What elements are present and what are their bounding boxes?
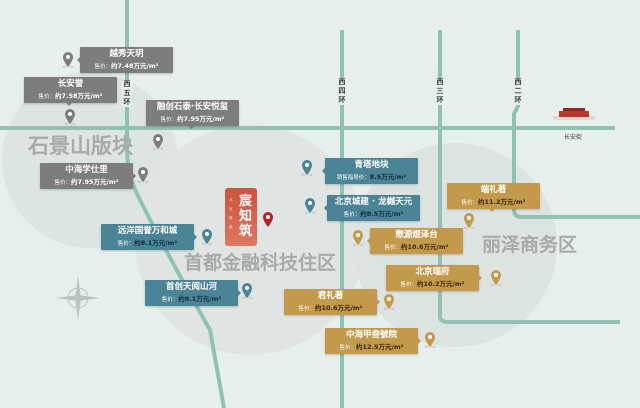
location-pin-icon[interactable] — [304, 198, 316, 214]
district-finance: 首都金融科技住区 — [184, 252, 337, 274]
location-pin-icon[interactable] — [137, 167, 149, 183]
price-value: 约8.1万元/m² — [178, 295, 222, 303]
project-label[interactable]: 远洋国誉万和城售价：约8.1万元/m² — [101, 224, 197, 250]
ring-label-west3: 西三环 — [435, 78, 445, 105]
project-label[interactable]: 中海甲叁號院售价：约12.5万元/m² — [325, 328, 421, 354]
project-price: 售价：约7.58万元/m² — [24, 91, 117, 102]
project-label[interactable]: 青塔地块销售指导价：8.5万元/m² — [322, 158, 418, 184]
project-name: 北京城建 · 龙樾天元 — [334, 197, 413, 207]
shijingshan-zone — [2, 72, 178, 248]
price-value: 约8.1万元/m² — [134, 239, 178, 247]
project-price: 售价：约7.95万元/m² — [146, 114, 239, 125]
price-value: 8.5万元/m² — [369, 173, 407, 181]
project-label[interactable]: 北京城建 · 龙樾天元售价：约8.5万元/m² — [324, 195, 420, 221]
landmark-label: 长安街 — [564, 134, 583, 141]
project-name: 端礼著 — [480, 185, 507, 195]
ring-label-west2: 西二环 — [513, 78, 523, 105]
price-value: 约8.5万元/m² — [360, 210, 404, 218]
project-name: 北京瑞府 — [415, 267, 450, 277]
project-name: 越秀天玥 — [109, 49, 144, 59]
project-price: 售价：约8.1万元/m² — [101, 238, 194, 249]
price-value: 约12.5万元/m² — [355, 343, 404, 351]
location-pin-icon[interactable] — [301, 160, 313, 176]
project-label[interactable]: 中海学仕里售价：约7.95万元/m² — [40, 163, 136, 189]
price-value: 约10.6万元/m² — [314, 304, 363, 312]
price-prefix: 售价： — [117, 241, 135, 247]
project-label[interactable]: 融创石泰·长安悦玺售价：约7.95万元/m² — [146, 100, 239, 129]
featured-pin-icon[interactable] — [262, 212, 274, 228]
ring-label-west4: 西四环 — [337, 78, 347, 105]
project-price: 销售指导价：8.5万元/m² — [325, 172, 418, 183]
featured-name: 宸知筑 — [239, 194, 253, 239]
price-value: 约7.58万元/m² — [54, 92, 103, 100]
west-2nd-ring-road — [512, 30, 640, 219]
district-lize: 丽泽商务区 — [482, 234, 578, 256]
project-name: 君礼著 — [317, 291, 344, 301]
project-label[interactable]: 长安誉售价：约7.58万元/m² — [24, 77, 117, 106]
price-prefix: 售价： — [161, 297, 179, 303]
price-value: 约7.95万元/m² — [70, 178, 119, 186]
project-name: 懋源煜泽台 — [395, 230, 438, 240]
tiananmen-icon — [553, 108, 595, 120]
featured-project-card[interactable]: 宸知筑 北京城建 — [225, 188, 257, 246]
price-prefix: 售价： — [339, 345, 356, 351]
project-price: 售价：约10.6万元/m² — [370, 242, 463, 253]
project-price: 售价：约11.2万元/m² — [447, 197, 540, 208]
price-prefix: 销售指导价： — [336, 175, 370, 181]
featured-sub: 北京城建 — [229, 198, 233, 229]
location-pin-icon[interactable] — [424, 332, 436, 348]
price-prefix: 售价： — [298, 306, 315, 312]
project-price: 售价：约8.1万元/m² — [145, 294, 238, 305]
price-value: 约11.2万元/m² — [477, 198, 526, 206]
location-pin-icon[interactable] — [64, 109, 76, 125]
price-prefix: 售价： — [384, 245, 401, 251]
project-label[interactable]: 懋源煜泽台售价：约10.6万元/m² — [367, 228, 463, 254]
project-label[interactable]: 君礼著售价：约10.6万元/m² — [284, 289, 380, 315]
west-3rd-ring-road — [438, 30, 620, 324]
location-pin-icon[interactable] — [352, 230, 364, 246]
location-pin-icon[interactable] — [463, 213, 475, 229]
location-pin-icon[interactable] — [383, 294, 395, 310]
location-pin-icon[interactable] — [62, 52, 74, 68]
project-name: 远洋国誉万和城 — [117, 226, 178, 236]
project-label[interactable]: 北京瑞府售价：约10.2万元/m² — [386, 265, 482, 291]
price-prefix: 售价： — [400, 282, 417, 288]
project-price: 售价：约7.48万元/m² — [80, 61, 173, 72]
project-label[interactable]: 越秀天玥售价：约7.48万元/m² — [77, 47, 173, 73]
project-name: 中海甲叁號院 — [345, 330, 397, 340]
project-price: 售价：约12.5万元/m² — [325, 342, 418, 353]
project-name: 长安誉 — [57, 79, 84, 89]
project-name: 青塔地块 — [354, 160, 389, 170]
price-value: 约7.48万元/m² — [110, 62, 159, 70]
project-label[interactable]: 首创天阅山河售价：约8.1万元/m² — [145, 280, 241, 306]
price-prefix: 售价： — [94, 64, 111, 70]
project-label[interactable]: 端礼著售价：约11.2万元/m² — [447, 183, 540, 212]
location-pin-icon[interactable] — [201, 229, 213, 245]
project-price: 售价：约7.95万元/m² — [40, 177, 133, 188]
project-name: 融创石泰·长安悦玺 — [156, 102, 229, 112]
price-prefix: 售价： — [160, 117, 177, 123]
price-prefix: 售价： — [54, 180, 71, 186]
project-price: 售价：约10.2万元/m² — [386, 279, 479, 290]
ring-label-west5: 西五环 — [122, 80, 132, 107]
project-name: 首创天阅山河 — [165, 282, 217, 292]
location-pin-icon[interactable] — [152, 134, 164, 150]
location-pin-icon[interactable] — [241, 283, 253, 299]
price-prefix: 售价： — [461, 200, 478, 206]
compass-icon — [56, 276, 100, 320]
price-value: 约10.2万元/m² — [416, 280, 465, 288]
project-name: 中海学仕里 — [65, 165, 108, 175]
price-prefix: 售价： — [343, 212, 361, 218]
district-shijingshan: 石景山版块 — [28, 134, 133, 158]
price-prefix: 售价： — [38, 94, 55, 100]
price-value: 约10.6万元/m² — [400, 243, 449, 251]
project-price: 售价：约8.5万元/m² — [327, 209, 420, 220]
price-value: 约7.95万元/m² — [176, 115, 225, 123]
project-price: 售价：约10.6万元/m² — [284, 303, 377, 314]
location-pin-icon[interactable] — [490, 270, 502, 286]
